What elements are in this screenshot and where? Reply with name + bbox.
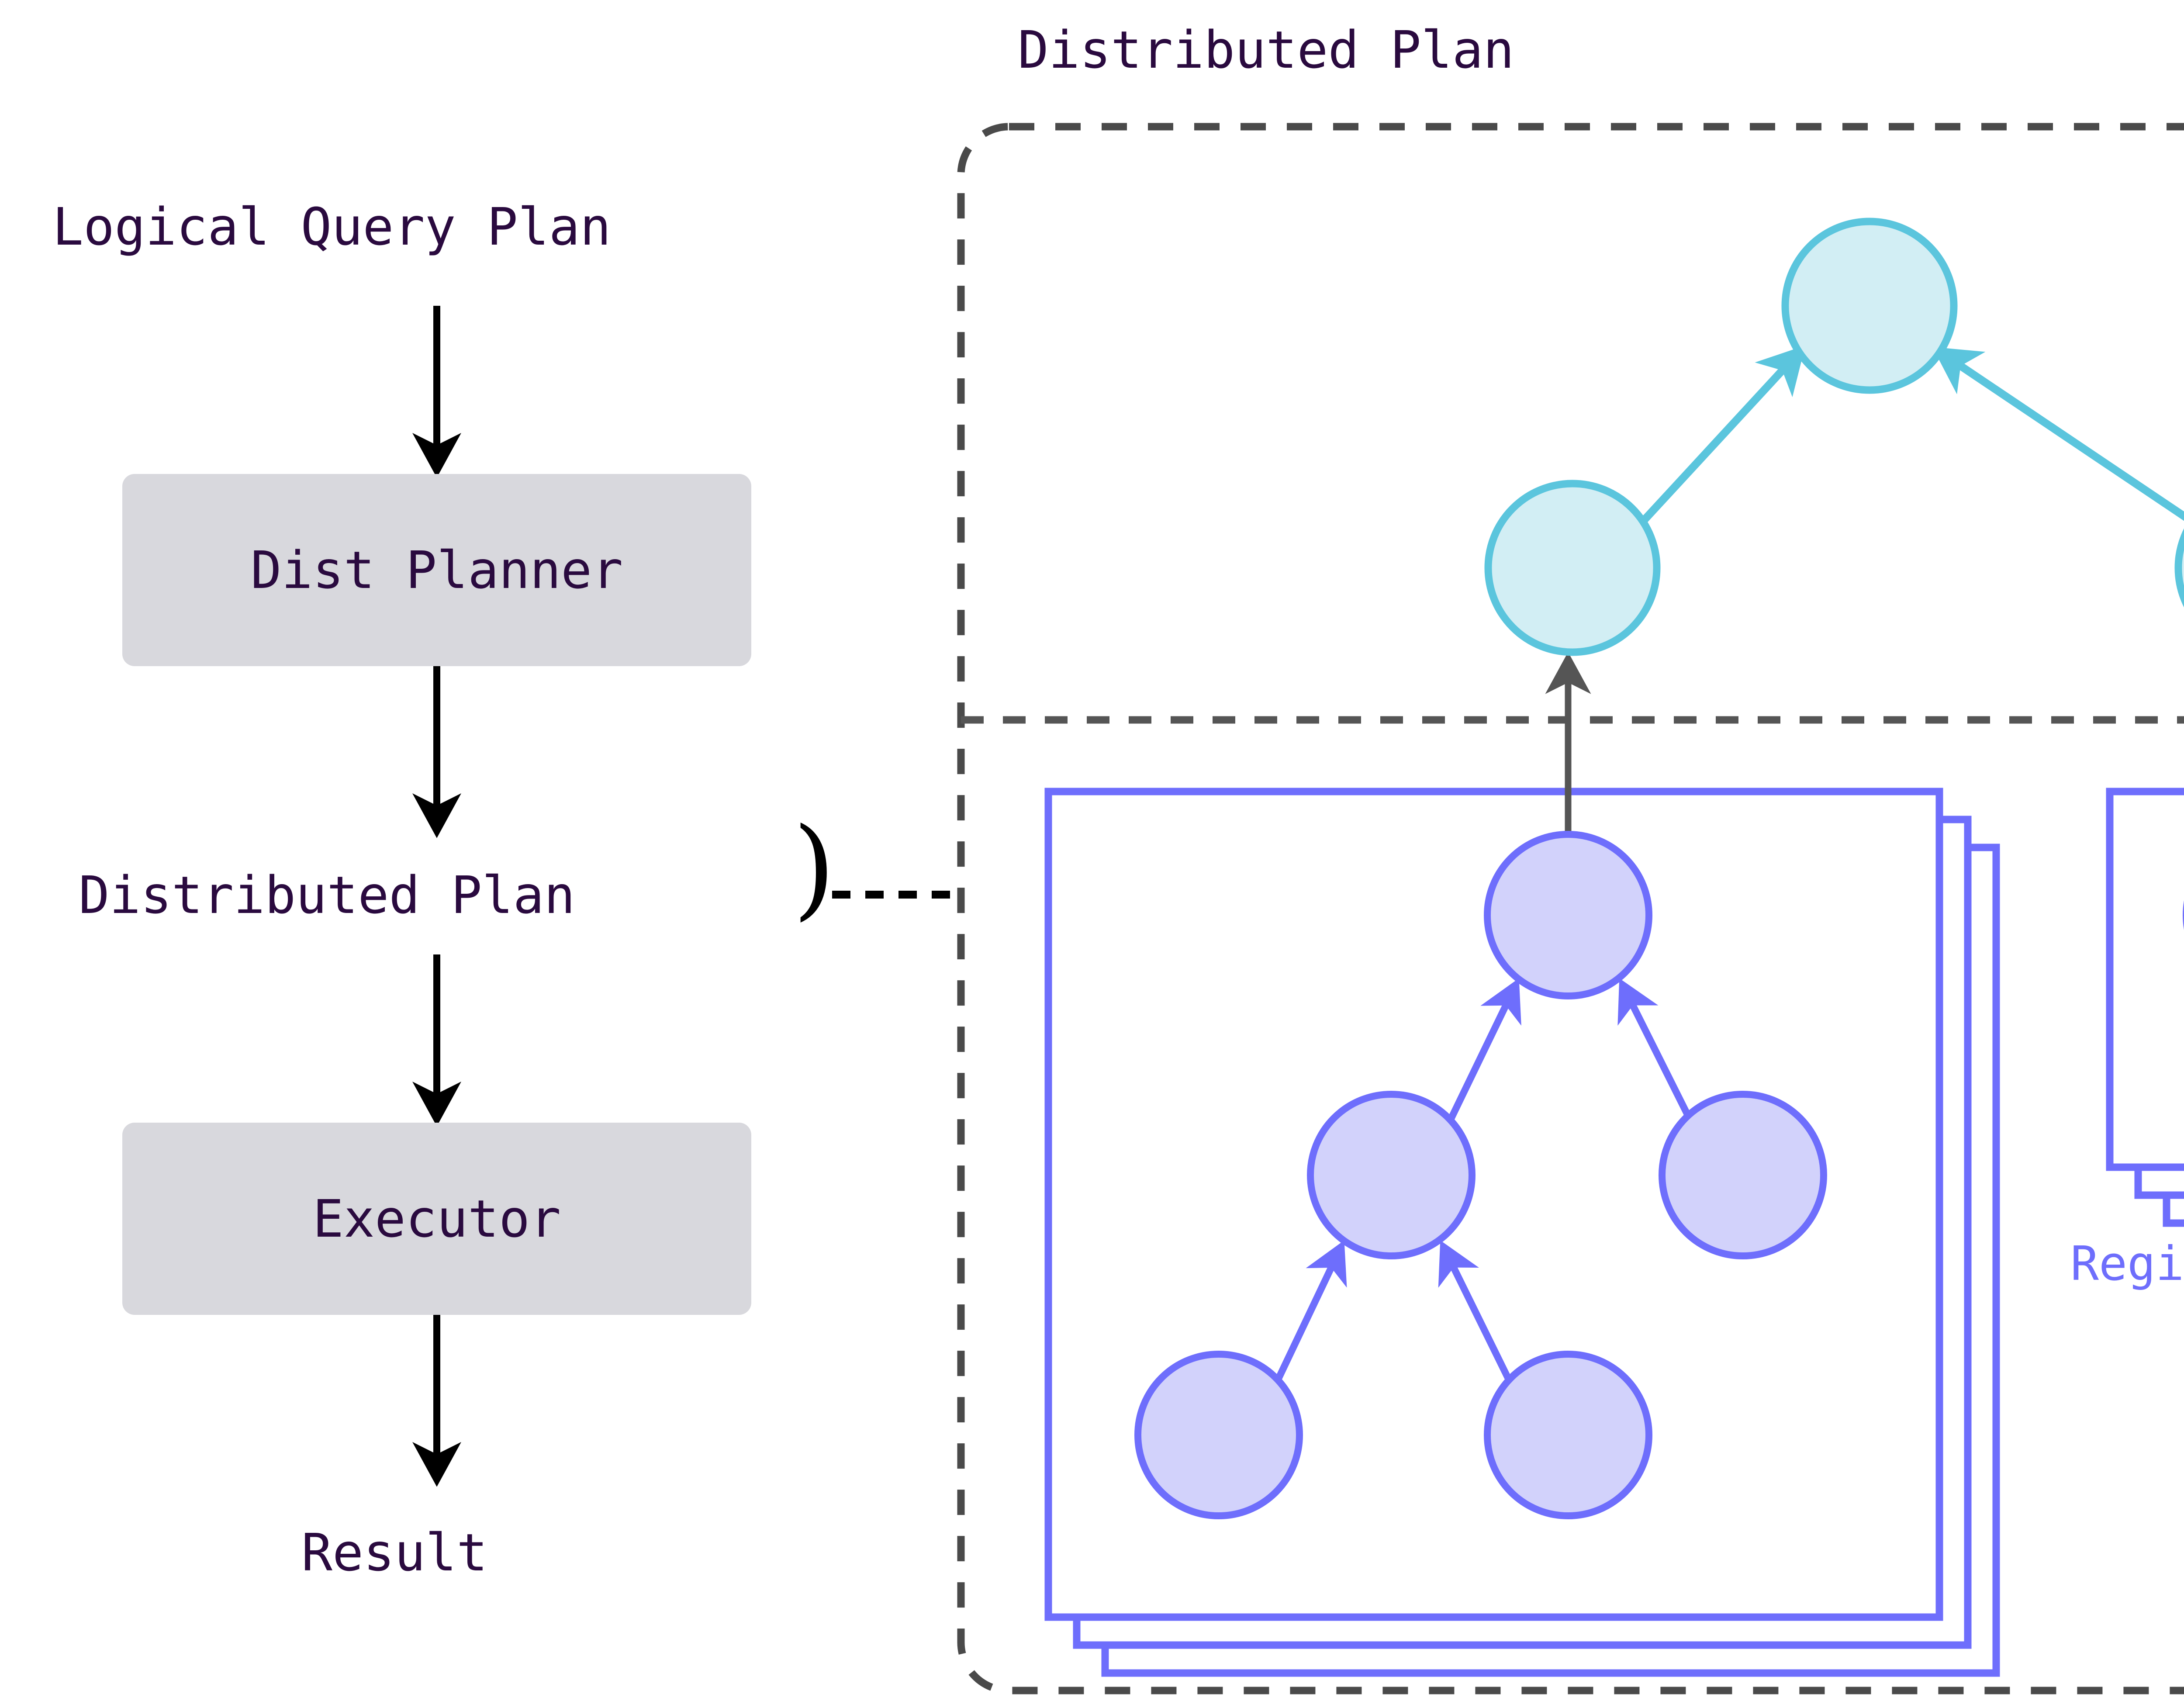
datanode-node-root xyxy=(1484,831,1652,999)
executor-label: Executor xyxy=(312,1189,561,1249)
result-label: Result xyxy=(301,1522,488,1583)
frontend-edge-left-to-root xyxy=(1639,345,1806,525)
datanode-node-mid xyxy=(1307,1091,1476,1259)
datanode-edge-right-to-root xyxy=(1617,978,1694,1122)
executor-box[interactable] xyxy=(122,1123,751,1315)
regions-label: Regions xyxy=(2070,1237,2184,1291)
plan-brace-glyph: ) xyxy=(793,804,836,931)
distributed-plan-boundary xyxy=(957,123,2184,1694)
datanode-node-leaf1 xyxy=(1134,1351,1303,1519)
distributed-plan-title: Distributed Plan xyxy=(1018,20,1514,80)
datanode-edge-leaf1-to-mid xyxy=(1274,1240,1347,1382)
frontend-edge-right-to-root xyxy=(1932,347,2184,521)
datanode-edge-mid-to-root xyxy=(1447,978,1521,1122)
datanode-node-right xyxy=(1659,1091,1827,1259)
dist-planner-box[interactable] xyxy=(122,474,751,666)
dist-planner-label: Dist Planner xyxy=(250,540,623,600)
distributed-plan-stage-label: Distributed Plan xyxy=(79,865,575,925)
datanode-edge-leaf2-to-mid xyxy=(1438,1240,1513,1382)
frontend-node-root xyxy=(1781,218,1958,394)
frontend-node-right xyxy=(2174,528,2184,608)
region-box-right-layer1 xyxy=(2106,788,2184,1171)
region-stack-right xyxy=(2106,788,2184,1227)
logical-query-plan-label: Logical Query Plan xyxy=(52,197,611,257)
datanode-node-leaf2 xyxy=(1484,1351,1652,1519)
frontend-node-left xyxy=(1484,480,1661,656)
